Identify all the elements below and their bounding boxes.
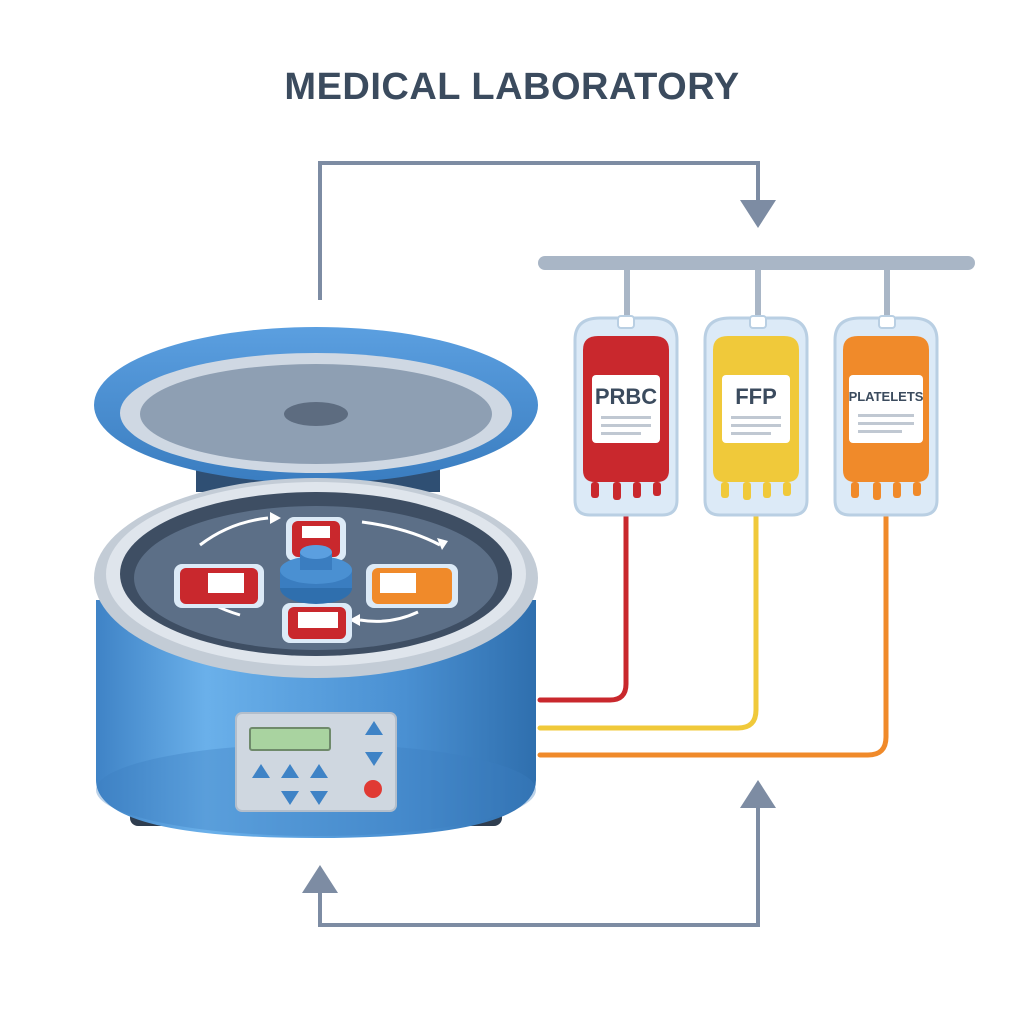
top-flow-line	[318, 161, 760, 300]
panel-stop-button[interactable]	[364, 780, 382, 798]
bag-prbc: PRBC	[573, 315, 679, 517]
diagram-title: MEDICAL LABORATORY	[284, 66, 740, 108]
panel-down-button[interactable]	[365, 752, 383, 766]
panel-up-button[interactable]	[365, 721, 383, 735]
centrifuge	[94, 327, 538, 838]
panel-arrow-button-5[interactable]	[310, 791, 328, 805]
rotor-bag-left	[174, 564, 264, 608]
tube-platelets	[537, 487, 889, 758]
bag-label-prbc: PRBC	[595, 384, 657, 409]
bottom-arrowhead-right	[740, 780, 776, 808]
bottom-arrowhead-left	[302, 865, 338, 893]
tube-ffp	[537, 487, 759, 731]
tubes	[537, 487, 889, 758]
bag-label-platelets: PLATELETS	[849, 389, 924, 404]
panel-arrow-button-3[interactable]	[310, 764, 328, 778]
bottom-flow-line	[318, 800, 760, 927]
rotor-hub	[280, 545, 352, 604]
panel-arrow-button-4[interactable]	[281, 791, 299, 805]
top-arrowhead	[740, 200, 776, 228]
rotor-bag-right	[366, 564, 458, 608]
rotor-bag-bottom	[282, 603, 352, 643]
bag-platelets: PLATELETS	[833, 315, 939, 517]
bag-ffp: FFP	[703, 315, 809, 517]
tube-prbc	[537, 487, 629, 703]
control-panel	[235, 712, 397, 812]
panel-display	[249, 727, 331, 751]
panel-arrow-button-1[interactable]	[252, 764, 270, 778]
bag-rail	[538, 256, 975, 318]
centrifuge-lid	[94, 327, 538, 492]
flow-arrows	[318, 161, 760, 927]
bag-label-ffp: FFP	[735, 384, 777, 409]
panel-arrow-button-2[interactable]	[281, 764, 299, 778]
